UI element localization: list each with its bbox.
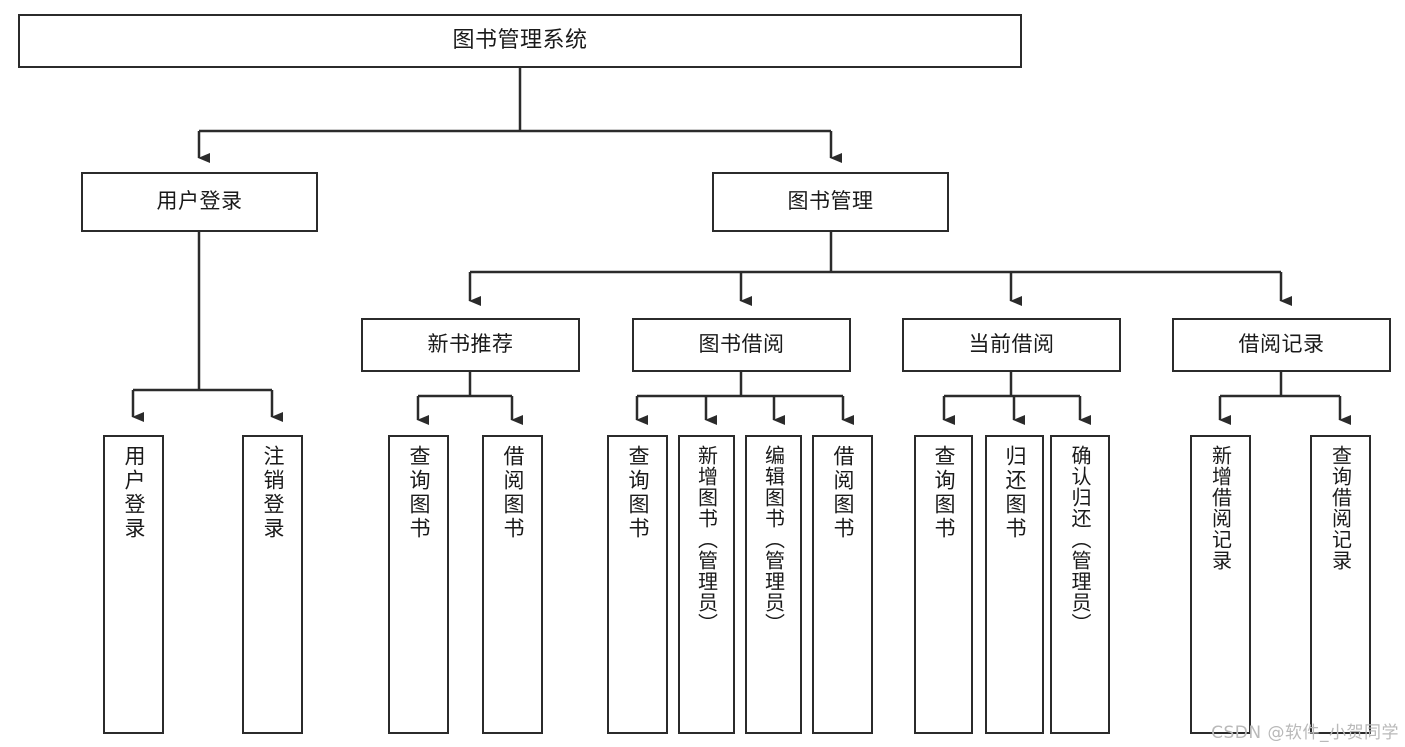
node-label: 查询图书 <box>407 445 431 541</box>
leaf-current-borrow-query[interactable]: 查询图书 <box>914 435 973 734</box>
node-label: 查询图书 <box>932 445 956 541</box>
leaf-user-login-login[interactable]: 用户登录 <box>103 435 164 734</box>
leaf-new-book-query[interactable]: 查询图书 <box>388 435 449 734</box>
leaf-borrow-record-add[interactable]: 新增借阅记录 <box>1190 435 1251 734</box>
node-root-system[interactable]: 图书管理系统 <box>18 14 1022 68</box>
leaf-current-borrow-return[interactable]: 归还图书 <box>985 435 1044 734</box>
node-label: 借阅图书 <box>501 445 525 541</box>
csdn-watermark: CSDN @软件_小贺同学 <box>1211 723 1399 743</box>
node-book-borrow[interactable]: 图书借阅 <box>632 318 851 372</box>
node-label: 确认归还（管理员） <box>1068 445 1092 634</box>
node-user-login[interactable]: 用户登录 <box>81 172 318 232</box>
node-label: 新书推荐 <box>427 332 514 357</box>
node-label: 新增图书（管理员） <box>694 445 719 634</box>
leaf-book-borrow-borrow[interactable]: 借阅图书 <box>812 435 873 734</box>
node-label: 归还图书 <box>1003 445 1027 541</box>
node-label: 查询图书 <box>626 445 650 541</box>
node-label: 用户登录 <box>122 445 146 541</box>
node-label: 用户登录 <box>156 189 243 214</box>
node-current-borrow[interactable]: 当前借阅 <box>902 318 1121 372</box>
node-label: 借阅记录 <box>1238 332 1325 357</box>
node-label: 注销登录 <box>261 445 285 541</box>
node-label: 查询借阅记录 <box>1328 445 1353 571</box>
node-label: 当前借阅 <box>968 332 1055 357</box>
leaf-book-borrow-query[interactable]: 查询图书 <box>607 435 668 734</box>
leaf-book-borrow-add[interactable]: 新增图书（管理员） <box>678 435 735 734</box>
node-borrow-record[interactable]: 借阅记录 <box>1172 318 1391 372</box>
node-label: 新增借阅记录 <box>1208 445 1233 571</box>
leaf-book-borrow-edit[interactable]: 编辑图书（管理员） <box>745 435 802 734</box>
leaf-borrow-record-query[interactable]: 查询借阅记录 <box>1310 435 1371 734</box>
node-label: 借阅图书 <box>831 445 855 541</box>
leaf-current-borrow-confirm-return[interactable]: 确认归还（管理员） <box>1050 435 1110 734</box>
node-book-management[interactable]: 图书管理 <box>712 172 949 232</box>
leaf-user-login-logout[interactable]: 注销登录 <box>242 435 303 734</box>
leaf-new-book-borrow[interactable]: 借阅图书 <box>482 435 543 734</box>
node-label: 图书管理 <box>787 189 874 214</box>
node-label: 编辑图书（管理员） <box>761 445 786 634</box>
node-label: 图书管理系统 <box>452 27 588 53</box>
node-new-book-recommend[interactable]: 新书推荐 <box>361 318 580 372</box>
node-label: 图书借阅 <box>698 332 785 357</box>
